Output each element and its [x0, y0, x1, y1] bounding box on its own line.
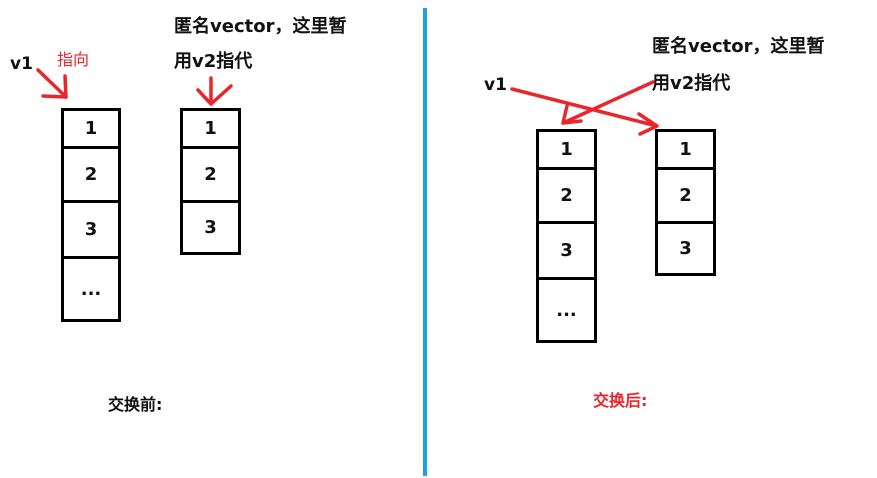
v1-cell: ... [80, 278, 102, 300]
v1-pointer-arrow-after [510, 87, 659, 136]
left-vector-cell: 1 [539, 132, 594, 170]
v2-cell: 1 [183, 111, 238, 149]
anon-vector-note-line2-after: 用v2指代 [652, 73, 731, 94]
v1-cell: 2 [64, 149, 118, 203]
caption-after-swap: 交换后: [593, 391, 648, 410]
right-vector-cell: 3 [679, 238, 692, 259]
anon-vector-note-line1-before: 匿名vector，这里暂 [174, 16, 347, 37]
v1-pointer-arrow-before [36, 68, 68, 99]
anon-pointer-arrow-after [561, 80, 655, 125]
v1-cell: 1 [64, 111, 118, 149]
v1-vector-stack-before: 1 2 3 ... [61, 108, 121, 322]
v2-cell: 2 [183, 149, 238, 203]
left-vector-cell: ... [556, 299, 577, 321]
right-vector-cell: 2 [658, 170, 713, 224]
anon-vector-note-line2-before: 用v2指代 [174, 51, 253, 72]
right-vector-stack-after: 1 2 3 [655, 129, 716, 276]
caption-before-swap: 交换前: [108, 395, 163, 414]
points-to-label: 指向 [57, 50, 90, 69]
left-vector-stack-after: 1 2 3 ... [536, 129, 597, 343]
v1-label-after: v1 [484, 75, 507, 95]
v2-cell: 3 [204, 217, 217, 238]
anon-vector-note-line1-after: 匿名vector，这里暂 [652, 36, 825, 57]
left-vector-cell: 2 [539, 170, 594, 224]
panel-divider [423, 8, 427, 476]
v1-label-before: v1 [10, 54, 33, 74]
right-vector-cell: 1 [658, 132, 713, 170]
left-vector-cell: 3 [539, 224, 594, 280]
v1-cell: 3 [64, 203, 118, 259]
v2-pointer-arrow-before [196, 76, 233, 106]
v2-vector-stack-before: 1 2 3 [180, 108, 241, 255]
